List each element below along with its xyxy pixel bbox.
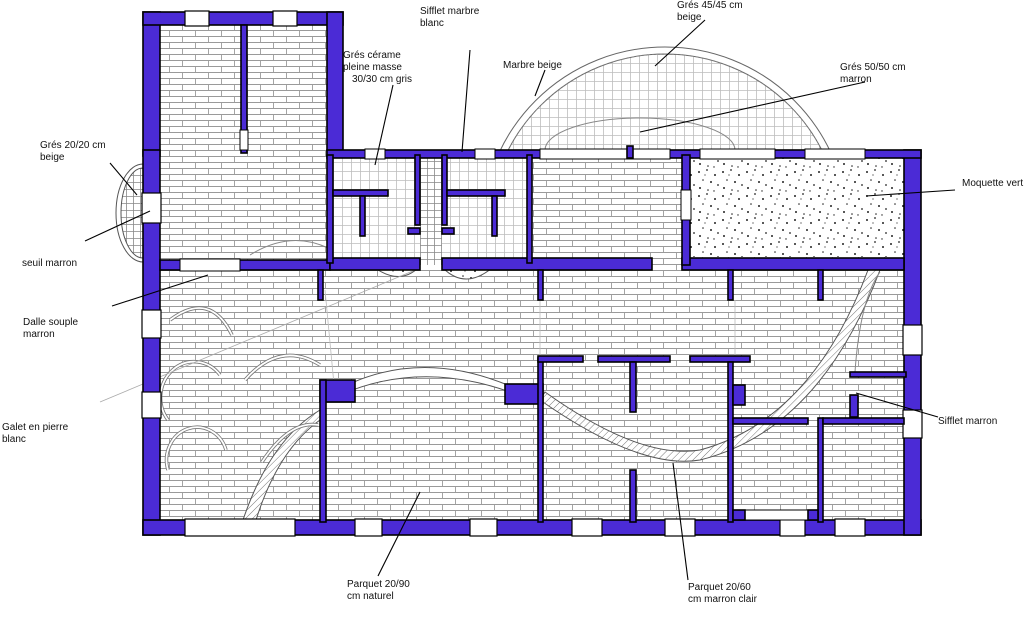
- label-marbre-beige: Marbre beige: [503, 60, 562, 71]
- label-moquette: Moquette vert: [962, 178, 1023, 189]
- label-line: Grés 50/50 cm: [840, 62, 906, 73]
- label-line: Sifflet marbre: [420, 6, 480, 17]
- label-sifflet-marron: Sifflet marron: [938, 416, 997, 427]
- label-line: Dalle souple: [23, 317, 78, 328]
- label-line: Moquette vert: [962, 178, 1023, 189]
- label-line: Grés 20/20 cm: [40, 140, 106, 151]
- left-entry-step: [120, 167, 144, 259]
- label-line: Parquet 20/60: [688, 582, 751, 593]
- label-seuil: seuil marron: [22, 258, 77, 269]
- exterior-terrace: [498, 46, 832, 152]
- label-line: beige: [40, 152, 65, 163]
- label-line: Sifflet marron: [938, 416, 997, 427]
- label-line: seuil marron: [22, 258, 77, 269]
- label-line: Grés 45/45 cm: [677, 0, 743, 11]
- label-line: blanc: [2, 434, 26, 445]
- walls: [141, 10, 923, 537]
- label-line: Galet en pierre: [2, 422, 69, 433]
- label-line: pleine masse: [343, 62, 402, 73]
- label-line: cm naturel: [347, 591, 394, 602]
- label-line: Grés cérame: [343, 50, 401, 61]
- label-line: cm marron clair: [688, 594, 758, 605]
- label-line: marron: [23, 329, 55, 340]
- leader-lines: [84, 19, 956, 581]
- label-line: Marbre beige: [503, 60, 562, 71]
- label-line: 30/30 cm gris: [352, 74, 412, 85]
- label-line: marron: [840, 74, 872, 85]
- label-line: beige: [677, 12, 702, 23]
- label-line: blanc: [420, 18, 444, 29]
- floor-finishes: [143, 12, 918, 532]
- label-line: Parquet 20/90: [347, 579, 410, 590]
